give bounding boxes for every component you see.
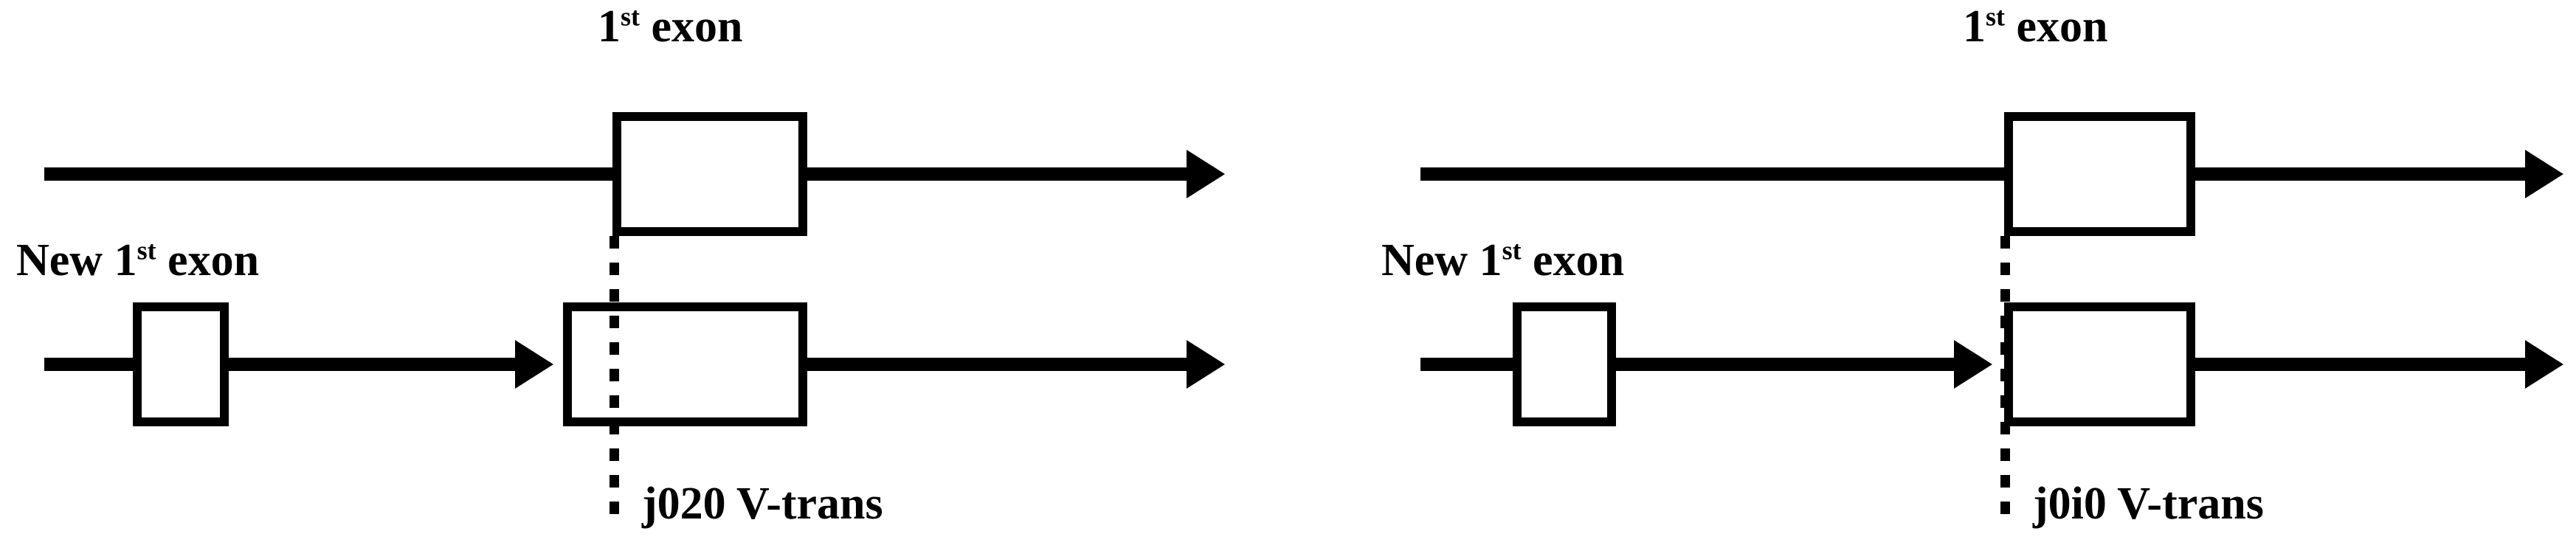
label-text: New 1 [1381, 235, 1502, 285]
label-text-rest: exon [1521, 235, 1625, 285]
label-superscript: st [1502, 235, 1522, 266]
transcript-line-bottom-right-seg2 [1615, 358, 1955, 371]
transcript-line-bottom-left-seg2 [221, 358, 517, 371]
label-new-first-exon-right: New 1st exon [1381, 237, 1624, 283]
label-text: New 1 [16, 235, 137, 285]
label-text: 1 [598, 1, 621, 52]
label-first-exon-top-right: 1st exon [1963, 1, 2108, 52]
transcript-line-top-left [44, 167, 620, 181]
label-first-exon-top-left: 1st exon [598, 1, 743, 52]
transcript-line-bottom-left-seg3 [798, 358, 1189, 371]
panel-right: 1st exon New 1st exon j0i0 V-trans [1365, 0, 2576, 548]
breakpoint-dotted-line-right [2000, 236, 2010, 521]
label-text-rest: exon [156, 235, 260, 285]
label-text-rest: exon [2004, 1, 2108, 52]
arrowhead-bottom-left [1187, 340, 1225, 389]
exon-box-first-exon-top-left [612, 112, 807, 236]
transcript-line-top-right-right-segment [2188, 167, 2527, 181]
exon-box-first-exon-bottom-right [2004, 302, 2195, 426]
label-text-rest: exon [639, 1, 743, 52]
label-superscript: st [137, 235, 156, 266]
exon-box-first-exon-top-right [2004, 112, 2195, 236]
arrowhead-bottom-right [2525, 340, 2563, 389]
label-text: 1 [1963, 1, 1986, 52]
label-superscript: st [1986, 1, 2005, 32]
arrowhead-top-left [1187, 150, 1225, 198]
exon-box-new-first-exon-left [133, 302, 229, 426]
transcript-line-top-left-right-segment [798, 167, 1189, 181]
arrowhead-into-exon-bottom-left [515, 340, 553, 389]
breakpoint-dotted-line-left [610, 236, 619, 521]
label-new-first-exon-left: New 1st exon [16, 237, 259, 283]
arrowhead-into-exon-bottom-right [1954, 340, 1992, 389]
transcript-line-bottom-left-seg1 [44, 358, 140, 371]
exon-box-first-exon-bottom-left [563, 302, 807, 426]
transcript-line-bottom-right-seg3 [2188, 358, 2527, 371]
transcript-line-bottom-right-seg1 [1420, 358, 1516, 371]
panel-left: 1st exon New 1st exon j020 V-trans [16, 1, 1225, 529]
transcript-line-top-right [1420, 167, 2011, 181]
arrowhead-top-right [2525, 150, 2563, 198]
exon-box-new-first-exon-right [1513, 302, 1616, 426]
label-transcript-name-right: j0i0 V-trans [2033, 479, 2264, 529]
label-transcript-name-left: j020 V-trans [642, 479, 883, 529]
label-superscript: st [621, 1, 640, 32]
